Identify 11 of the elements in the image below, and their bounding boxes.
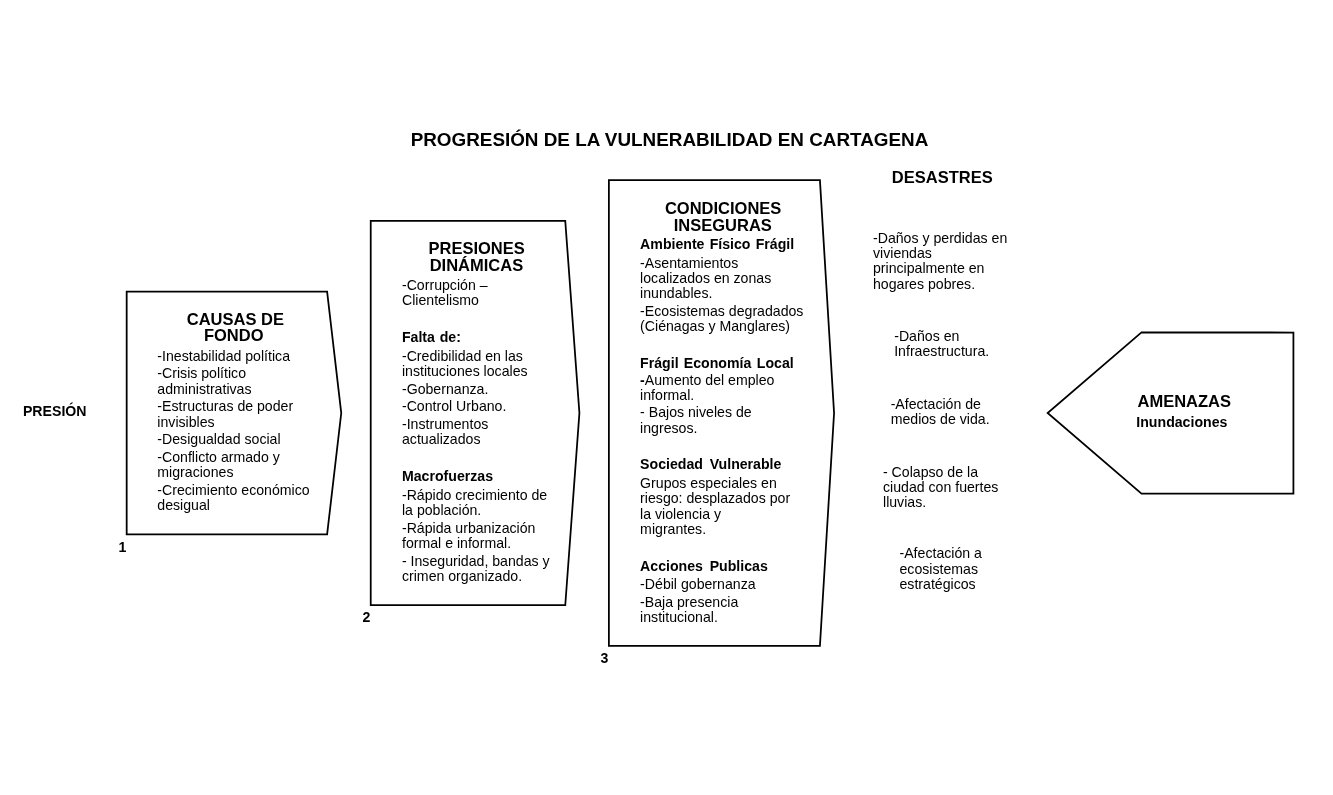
label: -Daños en Infraestructura. <box>894 327 990 359</box>
label: DESASTRES <box>891 167 993 186</box>
label: - Colapso de la ciudad con fuertes lluvias. <box>883 463 999 510</box>
label: -Daños y perdidas en viviendas principalmente en hogares pobres. <box>872 229 1008 292</box>
label: -Afectación a ecosistemas estratégicos <box>899 544 982 592</box>
node-label: 3 <box>600 649 609 666</box>
label: PRESIÓN <box>22 402 87 419</box>
diagram-title: PROGRESIÓN DE LA VULNERABILIDAD EN CARTAGENA <box>410 128 929 150</box>
node-label: 1 <box>118 538 127 555</box>
label: -Afectación de medios de vida. <box>890 395 990 427</box>
node-label: 2 <box>362 608 371 625</box>
